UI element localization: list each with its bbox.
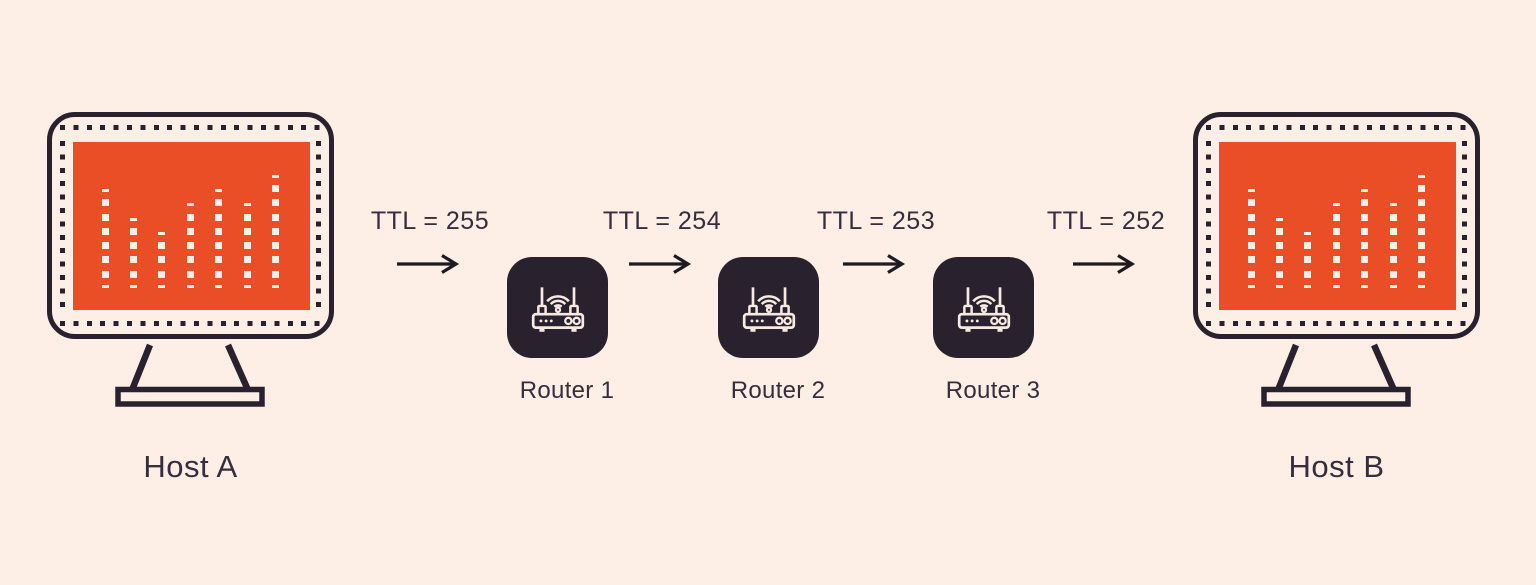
monitor-dotted-frame-top (1206, 125, 1468, 130)
host-b-label: Host B (1288, 449, 1385, 484)
router-1-label: Router 1 (519, 377, 615, 404)
router-3-label: Router 3 (945, 377, 1041, 404)
ttl-label-1: TTL = 255 (370, 207, 490, 235)
monitor-stand-icon (115, 343, 265, 407)
monitor-dotted-frame-right (1462, 141, 1467, 310)
wifi-router-icon (531, 286, 584, 332)
router-2-label: Router 2 (730, 377, 826, 404)
right-arrow-icon (629, 254, 692, 274)
ttl-label-2: TTL = 254 (602, 207, 722, 235)
router-1-card (507, 257, 608, 358)
monitor-dotted-frame-top (60, 125, 322, 130)
equalizer-pattern (1219, 142, 1456, 310)
right-arrow-icon (1073, 254, 1136, 274)
monitor-icon (47, 112, 334, 339)
wifi-router-icon (957, 286, 1010, 332)
equalizer-pattern (73, 142, 310, 310)
host-a-label: Host A (143, 449, 238, 484)
right-arrow-icon (843, 254, 906, 274)
link-4: TTL = 252 (1026, 207, 1186, 275)
ttl-label-4: TTL = 252 (1046, 207, 1166, 235)
monitor-dotted-frame-left (60, 141, 65, 310)
monitor-dotted-frame-bottom (60, 321, 322, 326)
monitor-dotted-frame-right (316, 141, 321, 310)
wifi-router-icon (742, 286, 795, 332)
link-2: TTL = 254 (582, 207, 742, 275)
monitor-dotted-frame-bottom (1206, 321, 1468, 326)
monitor-stand-icon (1261, 343, 1411, 407)
right-arrow-icon (397, 254, 460, 274)
monitor-icon (1193, 112, 1480, 339)
ttl-label-3: TTL = 253 (816, 207, 936, 235)
router-2-card (718, 257, 819, 358)
router-3-card (933, 257, 1034, 358)
link-1: TTL = 255 (350, 207, 510, 275)
monitor-dotted-frame-left (1206, 141, 1211, 310)
link-3: TTL = 253 (796, 207, 956, 275)
